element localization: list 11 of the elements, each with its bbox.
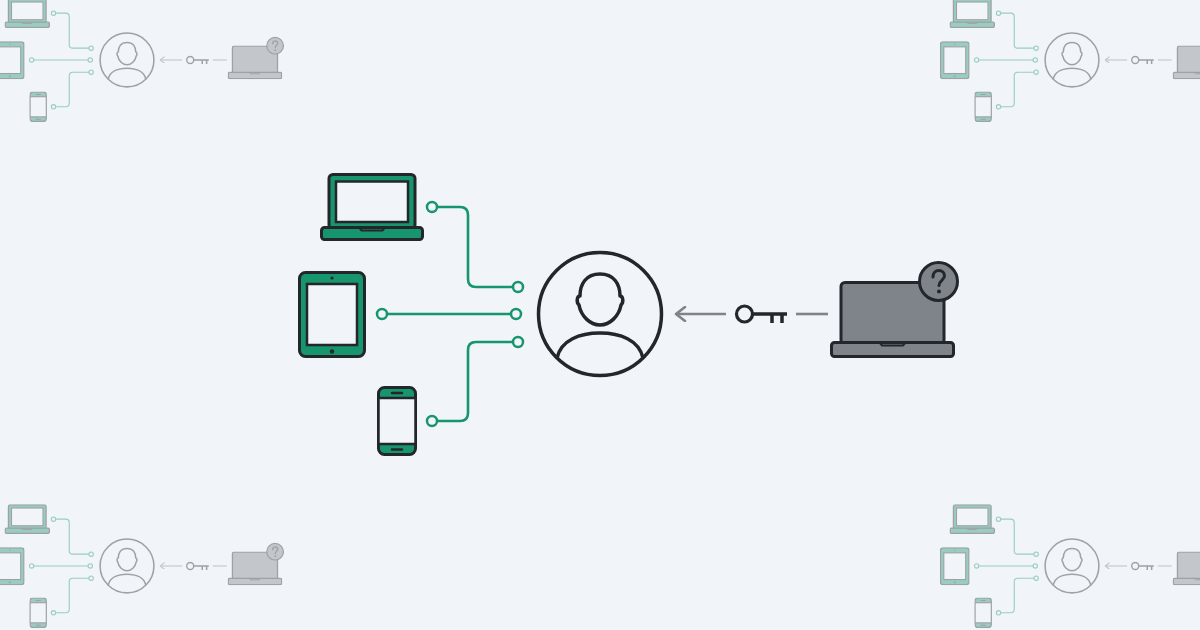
tablet-icon (298, 271, 366, 358)
key-icon (734, 304, 788, 326)
connector-line (796, 312, 828, 316)
laptop-icon (830, 281, 955, 358)
laptop-icon (320, 173, 424, 241)
connector-line (375, 307, 523, 321)
connector-line (425, 200, 525, 294)
smartphone-icon (377, 386, 417, 456)
arrow (674, 305, 726, 323)
connector-line (425, 335, 525, 428)
user-avatar-icon (536, 250, 664, 378)
